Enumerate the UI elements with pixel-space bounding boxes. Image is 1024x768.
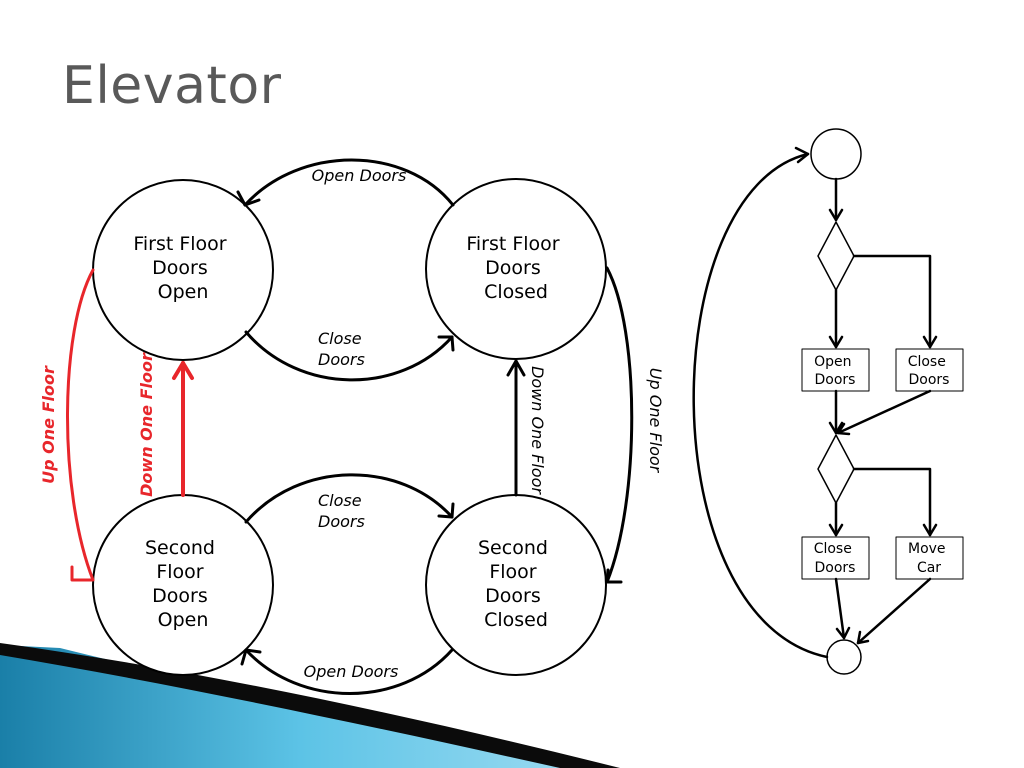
transition-up-one-floor-left	[66, 268, 95, 582]
label-top-close-doors: Close Doors	[318, 329, 367, 369]
label-top-open-doors: Open Doors	[312, 166, 407, 185]
label-bottom-close-doors: Close Doors	[318, 491, 367, 531]
label-down-one-floor-right: Down One Floor	[528, 366, 547, 495]
label-bottom-open-doors: Open Doors	[304, 662, 399, 681]
slide-title: Elevator	[62, 56, 282, 116]
flow-connectors	[692, 146, 938, 659]
transition-bottom-close-doors	[244, 473, 455, 524]
flow-box-close-doors-bottom	[801, 536, 870, 580]
flow-label-close-doors-top: Close Doors	[908, 354, 951, 388]
state-label-ff-open: First Floor Doors Open	[133, 233, 232, 303]
flow-decision-2	[817, 434, 855, 504]
state-label-ff-closed: First Floor Doors Closed	[466, 233, 565, 303]
transition-top-open-doors	[236, 158, 455, 207]
flow-box-close-doors-top	[895, 348, 964, 392]
state-label-sf-closed: Second Floor Doors Closed	[478, 537, 554, 631]
flow-end-node	[826, 639, 862, 675]
transition-top-close-doors	[244, 330, 455, 382]
swoosh-black	[0, 643, 620, 768]
flowchart: Open Doors Close Doors Close Doors Move …	[692, 128, 964, 675]
label-up-one-floor-right: Up One Floor	[646, 368, 665, 474]
flow-decision-1	[817, 221, 855, 291]
label-up-one-floor-left: Up One Floor	[39, 365, 58, 484]
transition-bottom-open-doors	[240, 648, 454, 695]
transition-up-one-floor-right	[605, 266, 634, 584]
state-machine: First Floor Doors Open First Floor Doors…	[39, 158, 665, 695]
flow-label-move-car: Move Car	[908, 541, 950, 576]
flow-label-open-doors: Open Doors	[814, 354, 856, 388]
state-label-sf-open: Second Floor Doors Open	[145, 537, 221, 631]
flow-box-open-doors	[801, 348, 870, 392]
label-down-one-floor-left: Down One Floor	[137, 352, 156, 497]
transition-down-one-floor-left	[172, 361, 194, 497]
flow-label-close-doors-bottom: Close Doors	[814, 541, 857, 576]
flow-start-node	[810, 128, 862, 180]
flow-box-move-car	[895, 536, 964, 580]
transition-down-one-floor-right	[506, 359, 526, 497]
corner-swoosh	[0, 643, 620, 768]
